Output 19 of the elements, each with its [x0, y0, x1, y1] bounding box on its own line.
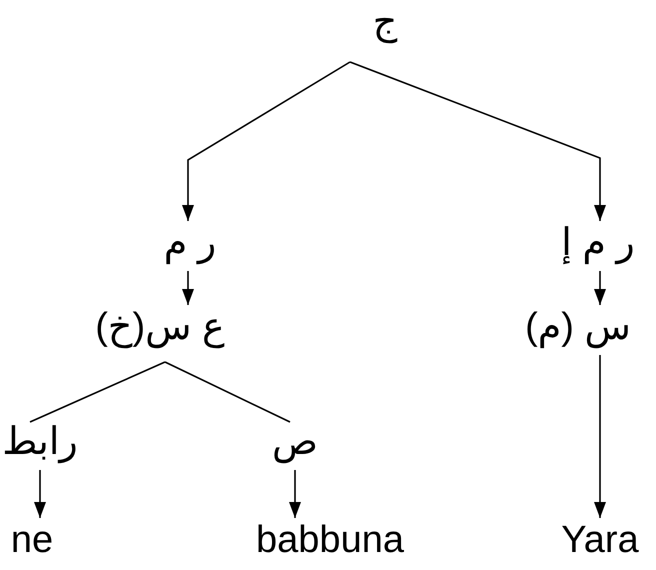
- tree-label: س (م): [523, 307, 633, 347]
- tree-label: ج: [370, 2, 400, 42]
- tree-label: ر م إ: [559, 223, 637, 263]
- arrow: [289, 470, 301, 518]
- tree-label: babbuna: [254, 520, 406, 560]
- arrow: [182, 271, 194, 305]
- branch-line: [30, 361, 166, 423]
- tree-label: ع س(خ): [93, 307, 227, 347]
- tree-label: ر م: [162, 223, 218, 263]
- arrow: [594, 271, 606, 305]
- branch-line: [164, 361, 290, 423]
- tree-label: ص: [270, 422, 320, 462]
- arrow: [34, 470, 46, 518]
- tree-label: ne: [8, 520, 56, 560]
- tree-label: Yara: [559, 520, 641, 560]
- tree-label: رابط: [0, 422, 80, 462]
- arrow: [594, 355, 606, 518]
- arrow: [350, 61, 606, 221]
- arrow: [182, 61, 350, 221]
